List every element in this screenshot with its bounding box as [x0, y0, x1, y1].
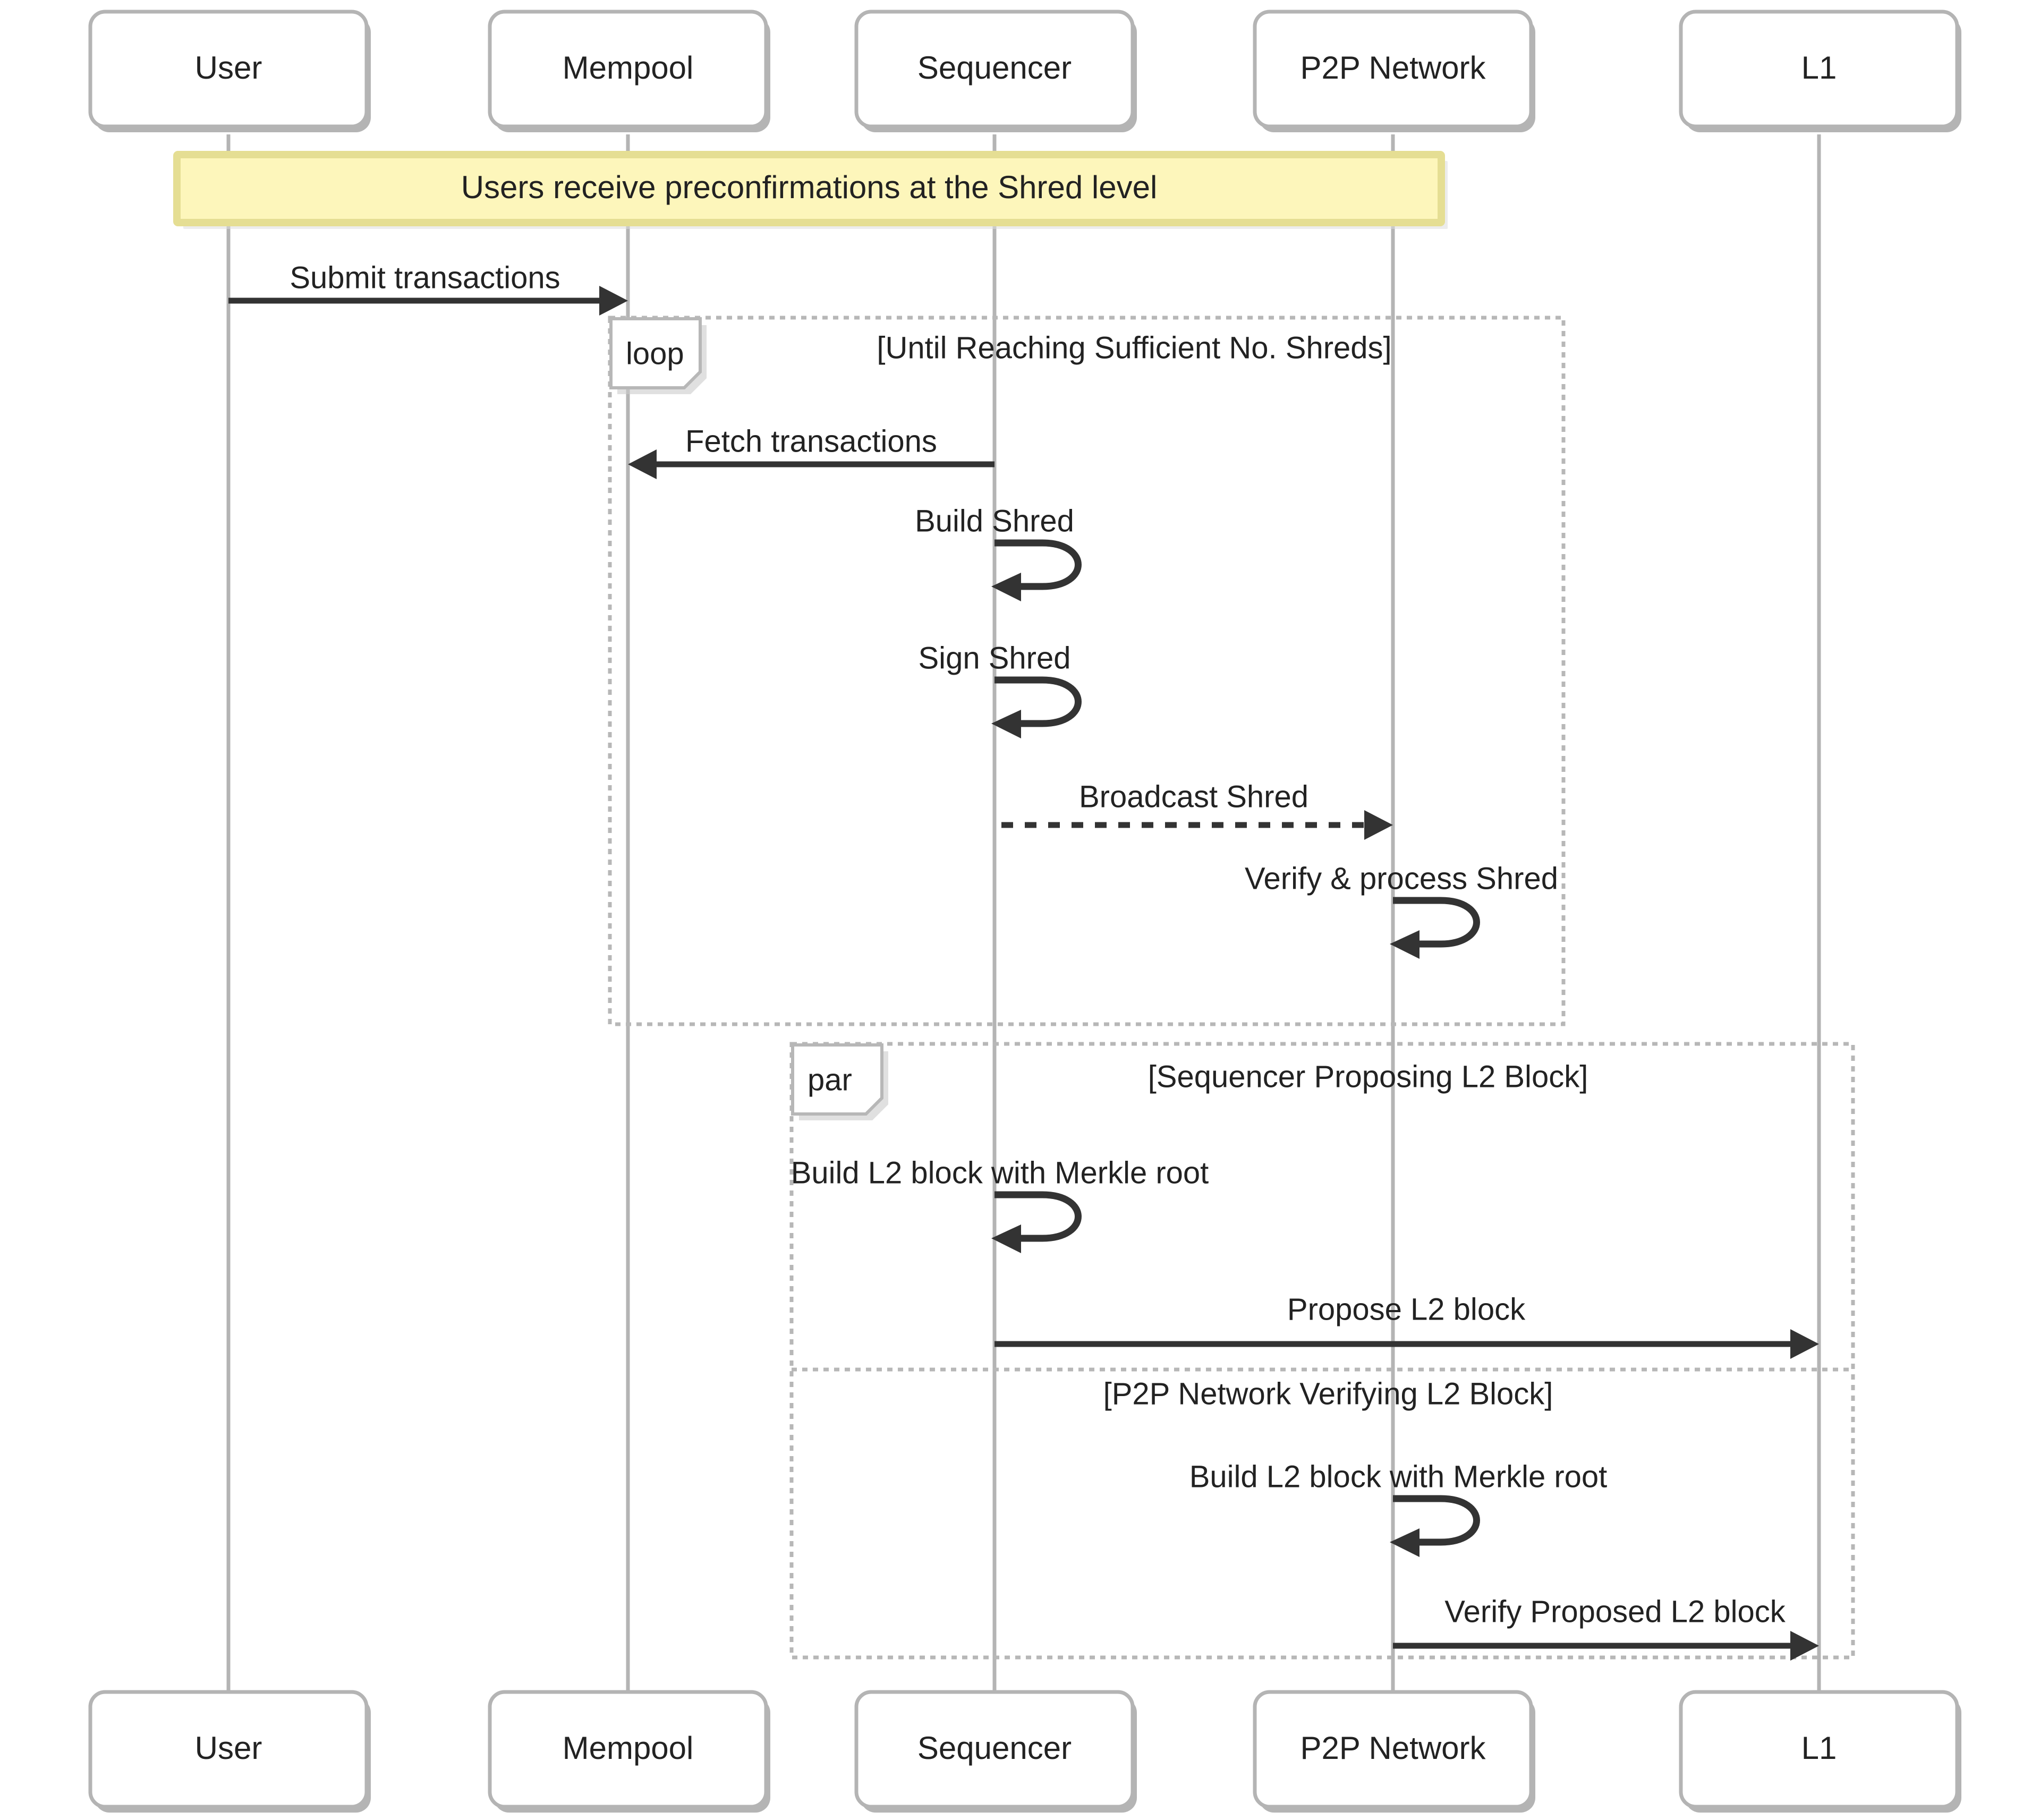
- note-text: Users receive preconfirmations at the Sh…: [461, 169, 1158, 205]
- message-build-shred: Build Shred: [915, 504, 1082, 601]
- message-build-l2-block-sequencer: Build L2 block with Merkle root: [791, 1155, 1209, 1253]
- arrowhead-self-left: [1390, 930, 1420, 959]
- actor-box-l1-top[interactable]: L1: [1679, 10, 1961, 132]
- message-build-l2-block-p2p: Build L2 block with Merkle root: [1189, 1459, 1608, 1557]
- actor-label-p2p-top: P2P Network: [1300, 50, 1486, 86]
- message-label-propose-l2-block: Propose L2 block: [1287, 1292, 1526, 1326]
- message-label-verify-proposed-l2-block: Verify Proposed L2 block: [1444, 1594, 1786, 1629]
- arrowhead-self-left: [991, 1224, 1021, 1253]
- message-label-verify-process-shred: Verify & process Shred: [1245, 861, 1558, 896]
- actor-label-sequencer-bottom: Sequencer: [917, 1730, 1072, 1766]
- loop-frame: loop [Until Reaching Sufficient No. Shre…: [608, 316, 1566, 1026]
- actor-boxes-top: User Mempool Sequencer P2P Network L1: [88, 10, 1961, 132]
- actor-box-mempool-top[interactable]: Mempool: [488, 10, 770, 132]
- actor-box-p2p-bottom[interactable]: P2P Network: [1253, 1690, 1535, 1813]
- message-sign-shred: Sign Shred: [919, 641, 1082, 738]
- arrowhead-left: [628, 449, 657, 479]
- actor-label-mempool-top: Mempool: [563, 50, 694, 86]
- actor-label-l1-bottom: L1: [1801, 1730, 1837, 1766]
- par-frame-condition: [Sequencer Proposing L2 Block]: [1148, 1059, 1588, 1094]
- par-frame-tab-label: par: [808, 1062, 852, 1097]
- actor-box-p2p-top[interactable]: P2P Network: [1253, 10, 1535, 132]
- arrowhead-right: [1790, 1329, 1819, 1359]
- message-label-submit-transactions: Submit transactions: [290, 260, 560, 295]
- actor-label-user-bottom: User: [195, 1730, 262, 1766]
- par-frame: par [Sequencer Proposing L2 Block] [P2P …: [789, 1042, 1855, 1660]
- loop-frame-tab-label: loop: [626, 336, 684, 371]
- actor-boxes-bottom: User Mempool Sequencer P2P Network L1: [88, 1690, 1961, 1813]
- note-banner: Users receive preconfirmations at the Sh…: [173, 151, 1448, 229]
- arrowhead-right: [1364, 810, 1393, 840]
- arrowhead-self-left: [1390, 1528, 1420, 1557]
- message-broadcast-shred: Broadcast Shred: [1001, 779, 1393, 840]
- actor-label-user-top: User: [195, 50, 262, 86]
- message-label-fetch-transactions: Fetch transactions: [685, 424, 937, 458]
- arrowhead-right: [1790, 1631, 1819, 1661]
- actor-box-sequencer-bottom[interactable]: Sequencer: [854, 1690, 1137, 1813]
- loop-frame-condition: [Until Reaching Sufficient No. Shreds]: [877, 330, 1391, 365]
- actor-label-sequencer-top: Sequencer: [917, 50, 1072, 86]
- arrowhead-self-left: [991, 573, 1021, 601]
- actor-label-l1-top: L1: [1801, 50, 1837, 86]
- message-submit-transactions: Submit transactions: [228, 260, 628, 316]
- message-verify-proposed-l2-block: Verify Proposed L2 block: [1393, 1594, 1819, 1661]
- arrowhead-self-left: [991, 710, 1021, 738]
- message-fetch-transactions: Fetch transactions: [628, 424, 994, 479]
- actor-label-p2p-bottom: P2P Network: [1300, 1730, 1486, 1766]
- message-propose-l2-block: Propose L2 block: [994, 1292, 1819, 1359]
- message-label-build-l2-block-p2p: Build L2 block with Merkle root: [1189, 1459, 1608, 1494]
- actor-box-l1-bottom[interactable]: L1: [1679, 1690, 1961, 1813]
- actor-box-user-bottom[interactable]: User: [88, 1690, 371, 1813]
- actor-box-mempool-bottom[interactable]: Mempool: [488, 1690, 770, 1813]
- message-label-build-shred: Build Shred: [915, 504, 1074, 538]
- actor-label-mempool-bottom: Mempool: [563, 1730, 694, 1766]
- message-label-sign-shred: Sign Shred: [919, 641, 1071, 675]
- actor-box-user-top[interactable]: User: [88, 10, 371, 132]
- par-frame-alt-condition: [P2P Network Verifying L2 Block]: [1103, 1376, 1553, 1411]
- message-label-build-l2-block-sequencer: Build L2 block with Merkle root: [791, 1155, 1209, 1190]
- message-label-broadcast-shred: Broadcast Shred: [1079, 779, 1308, 814]
- message-verify-process-shred: Verify & process Shred: [1245, 861, 1558, 959]
- actor-box-sequencer-top[interactable]: Sequencer: [854, 10, 1137, 132]
- arrowhead-right: [599, 286, 628, 316]
- lifelines: [226, 134, 1821, 1692]
